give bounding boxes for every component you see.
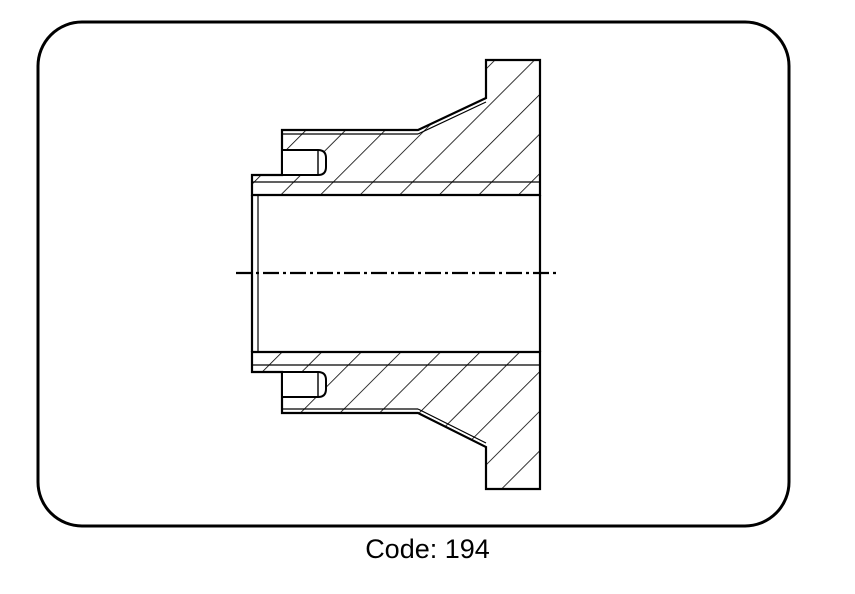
- upper-seal: [281, 149, 327, 176]
- technical-drawing: [36, 20, 791, 528]
- drawing-code-caption: Code: 194: [365, 534, 490, 564]
- lower-seal: [281, 371, 327, 398]
